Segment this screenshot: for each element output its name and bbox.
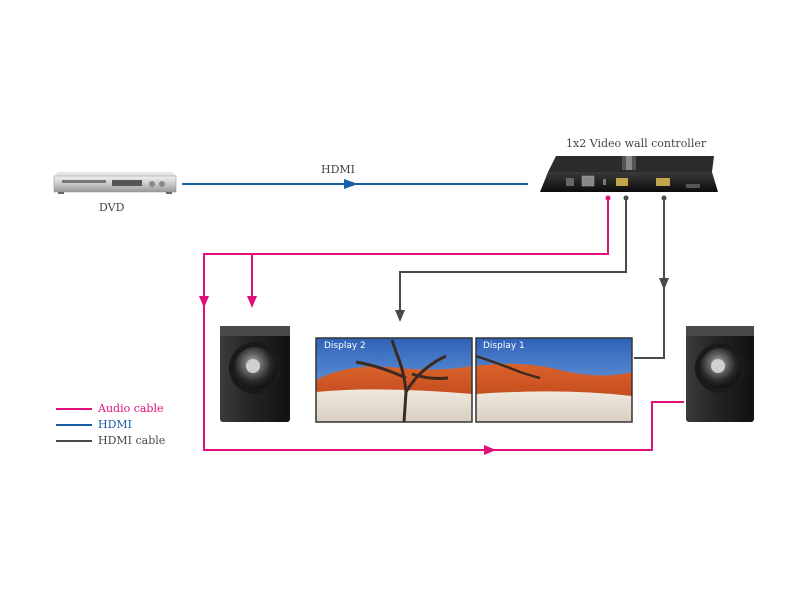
display-2-screen xyxy=(315,337,473,423)
hdmi-cable-display-1 xyxy=(634,195,669,359)
legend-label-audio: Audio cable xyxy=(98,402,164,415)
display-1-screen xyxy=(475,337,633,423)
video-wall-controller xyxy=(540,156,718,192)
dvd-player xyxy=(53,172,177,194)
dvd-label: DVD xyxy=(99,201,125,214)
display-1-label: Display 1 xyxy=(483,341,525,351)
audio-cable xyxy=(199,195,684,455)
hdmi-link-label: HDMI xyxy=(321,163,356,176)
display-2-label: Display 2 xyxy=(324,341,366,351)
legend-label-hdmi-cable: HDMI cable xyxy=(98,434,166,447)
legend-label-hdmi: HDMI xyxy=(98,418,133,431)
legend xyxy=(56,408,92,442)
controller-label: 1x2 Video wall controller xyxy=(566,137,707,150)
hdmi-link xyxy=(182,179,528,189)
right-speaker xyxy=(686,326,754,422)
hdmi-cable-display-2 xyxy=(395,195,629,322)
left-speaker xyxy=(220,326,290,422)
